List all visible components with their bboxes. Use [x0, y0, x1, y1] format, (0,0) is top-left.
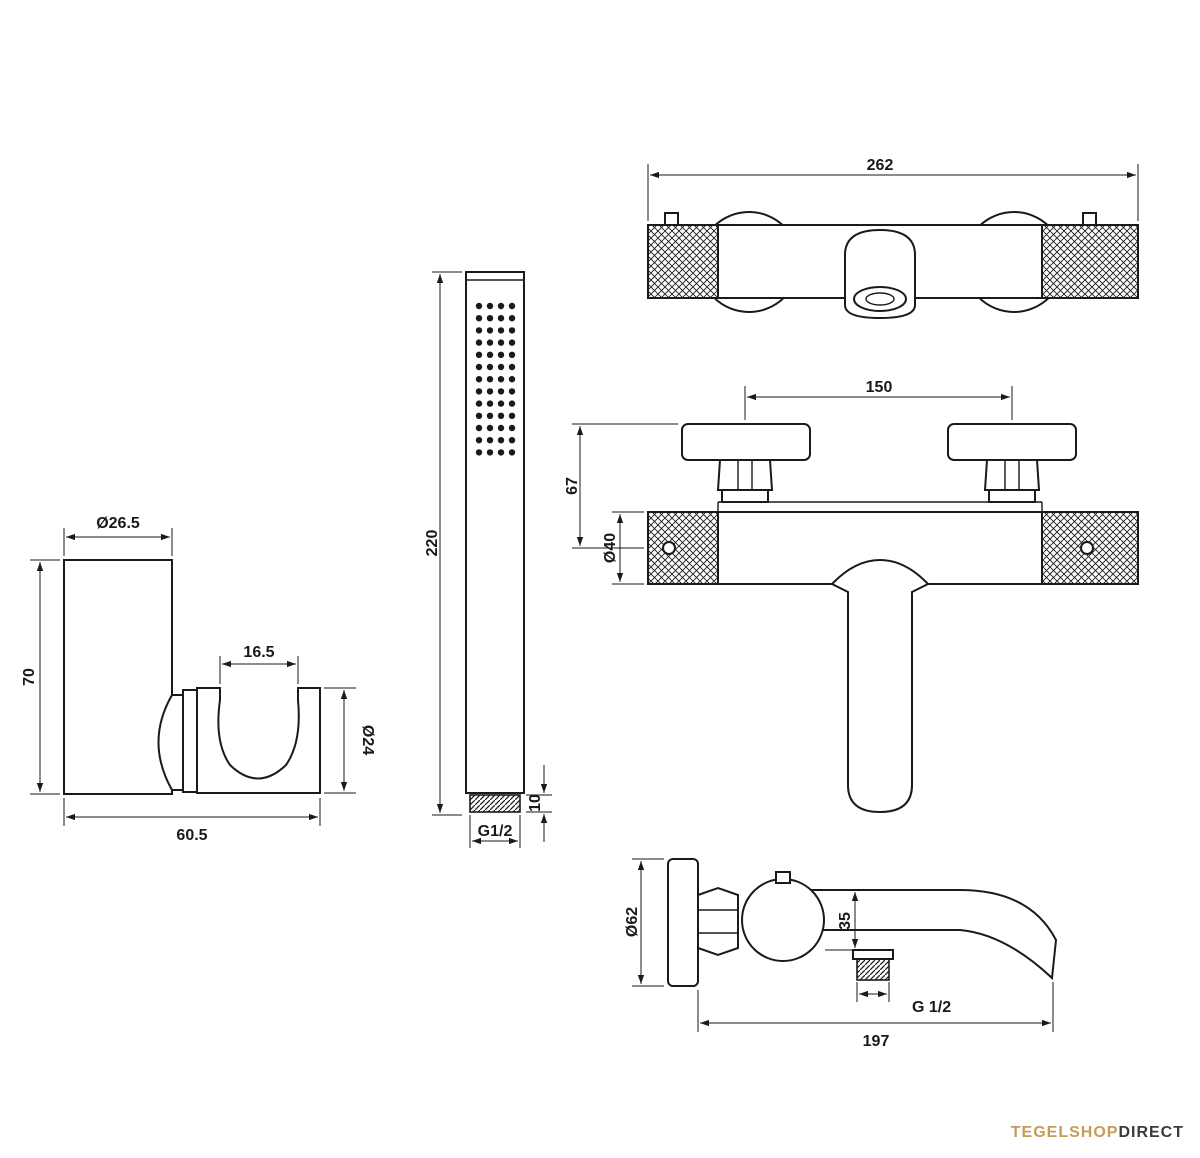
nozzle-dot: [486, 315, 494, 322]
nozzle-dot: [475, 376, 483, 383]
brand-logo: TEGELSHOPDIRECT: [1011, 1124, 1184, 1142]
mixer-spout-front: [830, 558, 930, 814]
hand-shower-view: 220 10 G1/2: [424, 271, 552, 848]
nozzle-dot: [475, 424, 483, 432]
dim-spout-height: 35: [837, 912, 854, 930]
nozzle-dot: [497, 363, 505, 371]
nozzle-dot: [486, 376, 494, 383]
nozzle-dot: [508, 363, 516, 371]
nozzle-dot: [486, 424, 494, 432]
holder-body: [63, 559, 173, 795]
shower-holder-view: Ø26.5 70 60.5 16.5 Ø24: [21, 515, 376, 844]
nozzle-dot: [475, 437, 483, 444]
brand-logo-part1: TEGELSHOP: [1010, 1124, 1119, 1141]
dim-holder-cup: 16.5: [243, 644, 274, 661]
nozzle-dot: [486, 351, 494, 358]
knurled-grip-front-right: [1041, 511, 1139, 585]
nozzle-dot: [497, 315, 505, 322]
dim-mixer-spacing: 150: [866, 379, 893, 396]
holder-bulge: [157, 694, 184, 791]
handle-cap-left: [681, 423, 811, 461]
nozzle-dot: [486, 449, 494, 456]
nozzle-dot: [497, 327, 505, 334]
nozzle-dot: [508, 424, 516, 432]
nozzle-dot: [508, 400, 516, 407]
nozzle-dot: [475, 351, 483, 358]
handle-cap-right: [947, 423, 1077, 461]
nozzle-dot: [475, 339, 483, 346]
nozzle-dot: [475, 412, 483, 419]
nozzle-dot: [475, 400, 483, 407]
nozzle-dot: [475, 302, 483, 310]
nozzle-dot: [497, 449, 505, 456]
mixer-side-view: Ø62 35 G 1/2 197: [624, 858, 1058, 1050]
nozzle-dot: [508, 437, 516, 444]
nozzle-dot: [508, 412, 516, 419]
holder-cup: [196, 687, 321, 794]
dim-mixer-height: 67: [564, 477, 581, 495]
nozzle-dot: [508, 327, 516, 334]
nozzle-dot: [508, 449, 516, 456]
hand-shower-thread: [469, 794, 521, 813]
mixer-front-view: 150 67 Ø40: [564, 379, 1139, 814]
brand-logo-part2: DIRECT: [1118, 1124, 1184, 1141]
nozzle-dot: [486, 388, 494, 395]
holder-neck: [182, 689, 198, 793]
nozzle-dot: [486, 339, 494, 346]
nozzle-dot: [508, 302, 516, 310]
knurled-grip-front-left: [647, 511, 719, 585]
nozzle-dot: [475, 315, 483, 322]
nozzle-dot: [497, 339, 505, 346]
dim-mixer-width: 262: [867, 157, 894, 174]
hand-shower-body: [465, 271, 525, 794]
nozzle-dot: [497, 351, 505, 358]
nozzle-dot: [508, 388, 516, 395]
knurled-grip-left: [647, 224, 719, 299]
dim-holder-height: 70: [21, 668, 38, 686]
thread-label-outlet: G 1/2: [912, 999, 951, 1016]
nozzle-grid: [475, 302, 516, 456]
nozzle-dot: [486, 302, 494, 310]
nozzle-dot: [497, 302, 505, 310]
thread-label-handshower: G1/2: [478, 823, 513, 840]
dim-flange-dia: Ø62: [624, 907, 641, 937]
nozzle-dot: [486, 437, 494, 444]
nozzle-dot: [497, 388, 505, 395]
hex-nut: [697, 886, 739, 957]
nozzle-dot: [508, 351, 516, 358]
side-outlet-thread: [856, 957, 890, 981]
nozzle-dot: [475, 388, 483, 395]
dim-handshower-thread-height: 10: [527, 794, 544, 812]
knurled-grip-right: [1041, 224, 1139, 299]
nozzle-dot: [486, 400, 494, 407]
nozzle-dot: [486, 363, 494, 371]
dim-holder-top: Ø26.5: [96, 515, 140, 532]
side-body: [741, 878, 825, 962]
nozzle-dot: [508, 315, 516, 322]
dim-mixer-depth: 197: [863, 1033, 890, 1050]
nozzle-dot: [497, 437, 505, 444]
dim-holder-width: 60.5: [176, 827, 207, 844]
dim-mixer-body-dia: Ø40: [602, 533, 619, 563]
nozzle-dot: [486, 412, 494, 419]
nozzle-dot: [508, 376, 516, 383]
nozzle-dot: [497, 424, 505, 432]
nozzle-dot: [508, 339, 516, 346]
dim-holder-cup-dia: Ø24: [359, 725, 376, 755]
nozzle-dot: [475, 363, 483, 371]
nozzle-dot: [497, 376, 505, 383]
nozzle-dot: [475, 327, 483, 334]
dim-handshower-length: 220: [424, 530, 441, 557]
side-spout: [789, 889, 1058, 981]
mixer-top-view: 262: [647, 157, 1139, 320]
nozzle-dot: [486, 327, 494, 334]
nozzle-dot: [497, 412, 505, 419]
wall-flange: [667, 858, 699, 987]
nozzle-dot: [497, 400, 505, 407]
nozzle-dot: [475, 449, 483, 456]
